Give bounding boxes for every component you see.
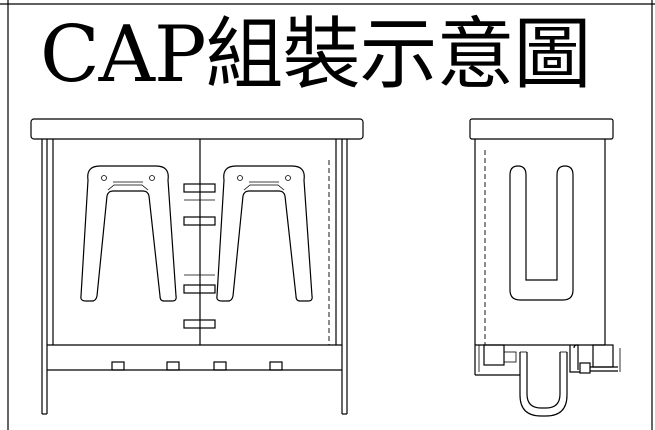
front-right-contact [216, 165, 313, 302]
side-bottom-hook [519, 351, 568, 417]
front-pad-4 [269, 361, 283, 371]
front-left-contact [80, 165, 177, 302]
clip-2 [183, 216, 216, 226]
side-view [469, 118, 621, 417]
front-pad-2 [166, 361, 180, 371]
clip-1 [183, 183, 216, 193]
front-pad-3 [213, 361, 227, 371]
side-right-terminal [569, 344, 621, 374]
clip-4 [183, 319, 216, 329]
diagram-title: CAP組裝示意圖 [40, 10, 591, 100]
front-center-clips [183, 183, 216, 329]
side-u-slot [509, 165, 574, 301]
front-cap-bar [30, 118, 364, 140]
front-view [30, 118, 364, 415]
side-left-terminal [478, 344, 517, 372]
front-pad-1 [111, 361, 125, 371]
clip-3 [183, 284, 216, 294]
side-cap-bar [469, 118, 614, 140]
